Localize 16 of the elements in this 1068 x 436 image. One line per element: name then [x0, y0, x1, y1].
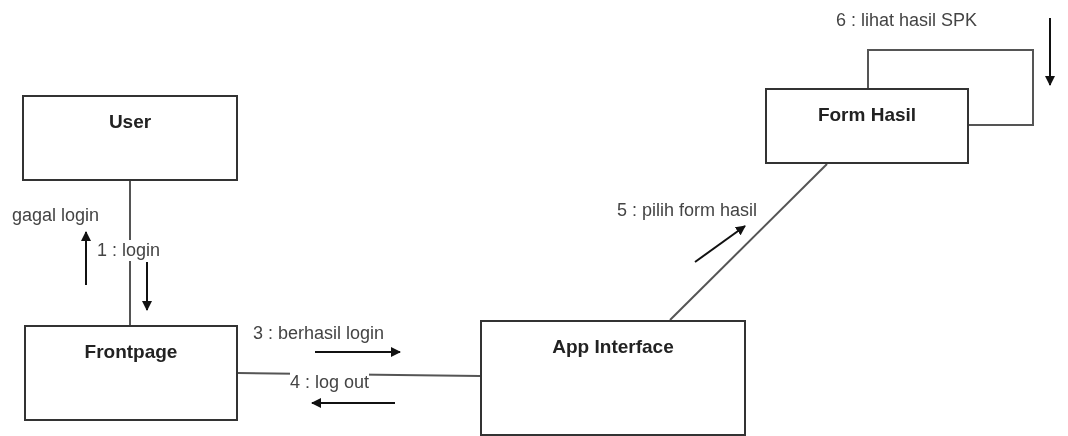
self-link	[867, 49, 1034, 126]
link-line	[669, 163, 828, 321]
object-name: Frontpage	[83, 341, 179, 363]
object-box	[24, 325, 238, 421]
message-label: 3 : berhasil login	[253, 323, 385, 344]
object-box	[480, 320, 746, 436]
object-box	[765, 88, 969, 164]
message-label: gagal login	[12, 205, 100, 226]
object-box	[22, 95, 238, 181]
object-name: Form Hasil	[816, 104, 918, 126]
object-name: User	[107, 111, 153, 133]
link-line	[129, 180, 131, 326]
message-label: 5 : pilih form hasil	[617, 200, 758, 221]
object-name: App Interface	[551, 336, 675, 358]
message-label: 4 : log out	[290, 372, 370, 393]
message-label: 1 : login	[97, 240, 161, 261]
